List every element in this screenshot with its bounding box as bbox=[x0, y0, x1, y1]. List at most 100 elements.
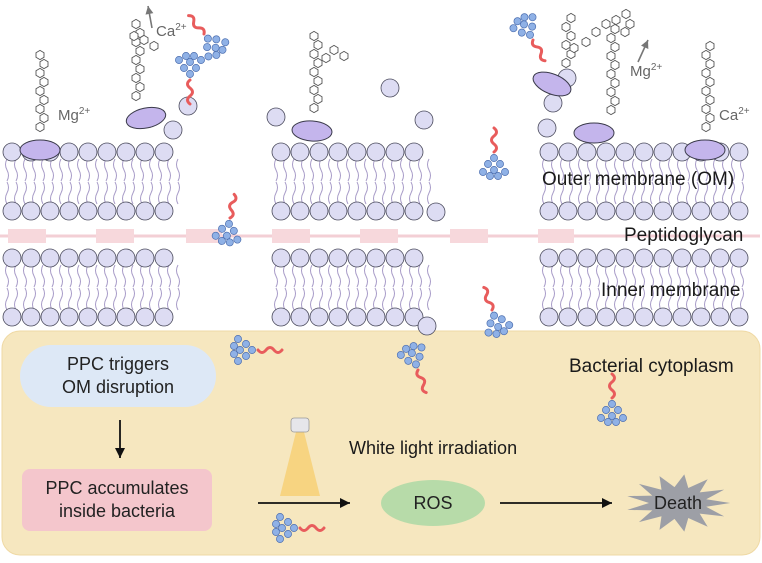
lps-sugar-unit bbox=[329, 44, 339, 56]
ppc-core-unit bbox=[175, 56, 183, 64]
lipid-tail bbox=[713, 181, 717, 205]
lps-sugar-unit bbox=[701, 49, 711, 61]
lipid-tail bbox=[131, 181, 135, 205]
lipid-tail bbox=[614, 287, 618, 311]
peptidoglycan-segment bbox=[186, 229, 222, 243]
lipid-tail bbox=[77, 181, 81, 205]
lipid-tail bbox=[542, 158, 546, 182]
lps-sugar-unit bbox=[313, 75, 323, 87]
lps-sugar-unit bbox=[309, 102, 319, 114]
lps-sugar-unit bbox=[705, 40, 715, 52]
lps-sugar-unit bbox=[309, 48, 319, 60]
lipid-tail bbox=[704, 287, 708, 311]
lipid-tail bbox=[373, 264, 377, 288]
lipid-tail bbox=[23, 264, 27, 288]
lps-molecule bbox=[19, 49, 61, 161]
lipid-head bbox=[309, 142, 329, 162]
ppc-linker bbox=[186, 78, 194, 106]
lipid-tail bbox=[337, 181, 341, 205]
lipid-tail bbox=[587, 264, 591, 288]
lipid-head bbox=[539, 307, 559, 327]
lipid-tail bbox=[400, 287, 404, 311]
lipid-tail bbox=[623, 264, 627, 288]
lipid-tail bbox=[149, 287, 153, 311]
lipid-tail bbox=[551, 181, 555, 205]
lipid-head bbox=[653, 307, 673, 327]
lipid-head bbox=[116, 201, 136, 221]
ppc-core-unit bbox=[604, 418, 612, 426]
ppc-core-unit bbox=[225, 219, 233, 228]
lipid-tail bbox=[418, 287, 422, 311]
lipid-tail bbox=[59, 287, 63, 311]
lipid-head bbox=[347, 248, 367, 268]
lipid-tail bbox=[659, 158, 663, 182]
lipid-head bbox=[2, 142, 22, 162]
lipid-tail bbox=[641, 264, 645, 288]
lipid-tail bbox=[59, 181, 63, 205]
lipid-tail bbox=[77, 264, 81, 288]
lps-sugar-unit bbox=[569, 42, 579, 54]
ppc-core-unit bbox=[612, 418, 620, 426]
lipid-tail bbox=[14, 158, 18, 182]
lipid-tail bbox=[614, 181, 618, 205]
lipid-tail bbox=[77, 287, 81, 311]
lipid-tail bbox=[319, 264, 323, 288]
lps-sugar-unit bbox=[701, 103, 711, 115]
lipid-head bbox=[328, 142, 348, 162]
ppc-core-unit bbox=[497, 315, 506, 324]
lps-sugar-unit bbox=[701, 85, 711, 97]
lps-molecule bbox=[532, 12, 611, 97]
lipid-head bbox=[729, 307, 749, 327]
lipid-tail bbox=[32, 264, 36, 288]
ppc-core-unit bbox=[190, 52, 198, 60]
lipid-tail bbox=[695, 287, 699, 311]
lipid-tail bbox=[677, 181, 681, 205]
lipid-head bbox=[710, 248, 730, 268]
lipid-head bbox=[615, 201, 635, 221]
lipid-tail bbox=[740, 287, 744, 311]
lps-sugar-unit bbox=[610, 77, 620, 89]
lipid-head bbox=[596, 307, 616, 327]
lipid-tail bbox=[373, 181, 377, 205]
lipid-tail bbox=[131, 158, 135, 182]
lipid-tail bbox=[337, 264, 341, 288]
lipid-tail bbox=[418, 158, 422, 182]
lipid-head bbox=[309, 201, 329, 221]
lipid-tail bbox=[695, 181, 699, 205]
lipid-head bbox=[672, 201, 692, 221]
lipid-tail bbox=[140, 158, 144, 182]
lipid-tail bbox=[551, 158, 555, 182]
peptidoglycan-segment bbox=[450, 229, 488, 243]
step1-line1: PPC triggers bbox=[66, 354, 170, 374]
lipid-head bbox=[163, 120, 183, 140]
lipid-a-anchor bbox=[573, 122, 615, 144]
lps-sugar-unit bbox=[701, 121, 711, 133]
lipid-tail bbox=[283, 264, 287, 288]
lipid-head bbox=[577, 307, 597, 327]
ppc-molecule bbox=[211, 192, 242, 247]
lipid-tail bbox=[650, 287, 654, 311]
lps-sugar-unit bbox=[701, 67, 711, 79]
lipid-head bbox=[135, 307, 155, 327]
lipid-tail bbox=[86, 158, 90, 182]
lipid-tail bbox=[104, 181, 108, 205]
ppc-core-unit bbox=[602, 406, 610, 414]
lipid-tail bbox=[355, 287, 359, 311]
lipid-tail bbox=[167, 158, 171, 182]
lipid-head bbox=[710, 307, 730, 327]
lps-sugar-unit bbox=[705, 112, 715, 124]
ppc-core-unit bbox=[409, 342, 418, 351]
ppc-core-unit bbox=[407, 349, 416, 358]
lps-sugar-unit bbox=[581, 36, 591, 48]
lipid-head bbox=[558, 307, 578, 327]
ppc-core-unit bbox=[234, 335, 242, 343]
lipid-tail bbox=[301, 158, 305, 182]
lipid-tail bbox=[364, 181, 368, 205]
ros-label: ROS bbox=[413, 492, 453, 513]
lipid-tail bbox=[68, 287, 72, 311]
lipid-tail bbox=[605, 287, 609, 311]
lipid-tail bbox=[328, 264, 332, 288]
lps-sugar-unit bbox=[35, 121, 45, 133]
death-label: Death bbox=[653, 492, 703, 513]
